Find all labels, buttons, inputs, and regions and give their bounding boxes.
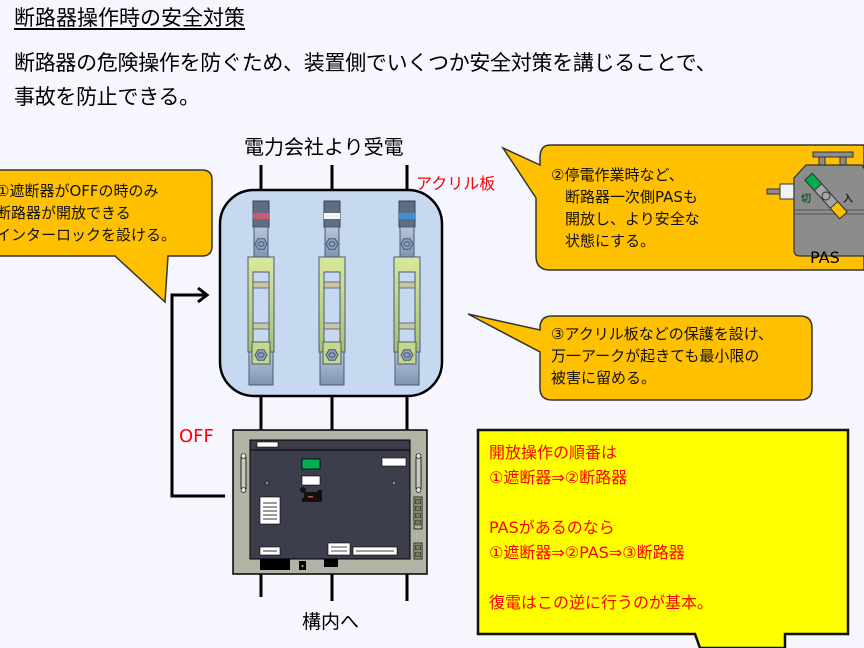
callout-pas-line: ②停電作業時など、 [551, 166, 684, 184]
mid-lines [259, 396, 409, 432]
callout-interlock-line: ①遮断器がOFFの時のみ [0, 182, 159, 200]
callout-pas-line: 開放し、より安全な [565, 210, 700, 228]
procedure-line [489, 490, 713, 515]
pas-off-glyph: 切 [801, 194, 811, 205]
callout-interlock-line: インターロックを設ける。 [0, 226, 177, 244]
phase-color-band [324, 213, 340, 219]
nut-icon [325, 349, 339, 361]
source-label: 電力会社より受電 [244, 135, 404, 159]
procedure-line: 復電はこの逆に行うのが基本。 [489, 593, 714, 612]
callout-pas-text: ②停電作業時など、 断路器一次側PASも 開放し、より安全な 状態にする。 [551, 164, 700, 252]
pas-label: PAS [810, 248, 840, 267]
clip-bar [252, 281, 270, 289]
callout-acrylic-line: ③アクリル板などの保護を設け、 [551, 325, 773, 343]
callout-acrylic [467, 313, 813, 401]
callout-interlock-text: ①遮断器がOFFの時のみ 断路器が開放できる インターロックを設ける。 [0, 180, 176, 246]
destination-label: 構内へ [302, 611, 360, 633]
procedure-line: 開放操作の順番は [489, 443, 618, 462]
pas-on-glyph: 入 [843, 194, 853, 205]
callout-pas-line: 断路器一次側PASも [565, 188, 698, 206]
phase-color-band [253, 213, 269, 219]
nut-icon [325, 238, 339, 250]
disconnector-phase-3 [393, 200, 421, 386]
disconnector-phase-1 [247, 200, 275, 386]
pas-switch-icon [766, 151, 864, 257]
clip-bar [398, 322, 416, 330]
procedure-box [476, 428, 850, 648]
callout-interlock [0, 169, 213, 304]
breaker-status-lamp [301, 458, 321, 470]
callout-pas [500, 144, 864, 271]
acrylic-label: アクリル板 [416, 174, 496, 193]
clip-bar [398, 281, 416, 289]
clip-bar [323, 322, 341, 330]
off-label: OFF [179, 426, 214, 447]
intro-line-1: 断路器の危険操作を防ぐため、装置側でいくつか安全対策を講じることで、 [14, 51, 717, 75]
procedure-line [489, 565, 713, 590]
intro-paragraph: 断路器の危険操作を防ぐため、装置側でいくつか安全対策を講じることで、 事故を防止… [14, 46, 717, 114]
nut-icon [400, 349, 414, 361]
callout-acrylic-line: 万一アークが起きても最小限の [551, 347, 760, 365]
clip-bar [252, 322, 270, 330]
callout-acrylic-line: 被害に留める。 [551, 369, 657, 387]
procedure-text: 開放操作の順番は ①遮断器⇒②断路器 PASがあるのなら ①遮断器⇒②PAS⇒③… [489, 440, 713, 615]
intro-line-2: 事故を防止できる。 [14, 85, 200, 109]
callout-acrylic-text: ③アクリル板などの保護を設け、 万一アークが起きても最小限の 被害に留める。 [551, 323, 773, 389]
procedure-line: PASがあるのなら [489, 518, 615, 537]
nut-icon [400, 238, 414, 250]
nut-icon [254, 238, 268, 250]
callout-pas-line: 状態にする。 [565, 232, 656, 250]
circuit-breaker [232, 429, 428, 575]
outgoing-lines [259, 574, 409, 601]
clip-bar [323, 281, 341, 289]
disconnector-phase-2 [318, 200, 346, 386]
procedure-line: ①遮断器⇒②PAS⇒③断路器 [489, 543, 685, 562]
phase-color-band [399, 213, 415, 219]
interlock-arrow [170, 286, 225, 498]
procedure-line: ①遮断器⇒②断路器 [489, 468, 628, 487]
callout-interlock-line: 断路器が開放できる [0, 204, 131, 222]
page-title: 断路器操作時の安全対策 [14, 6, 245, 30]
nut-icon [254, 349, 268, 361]
